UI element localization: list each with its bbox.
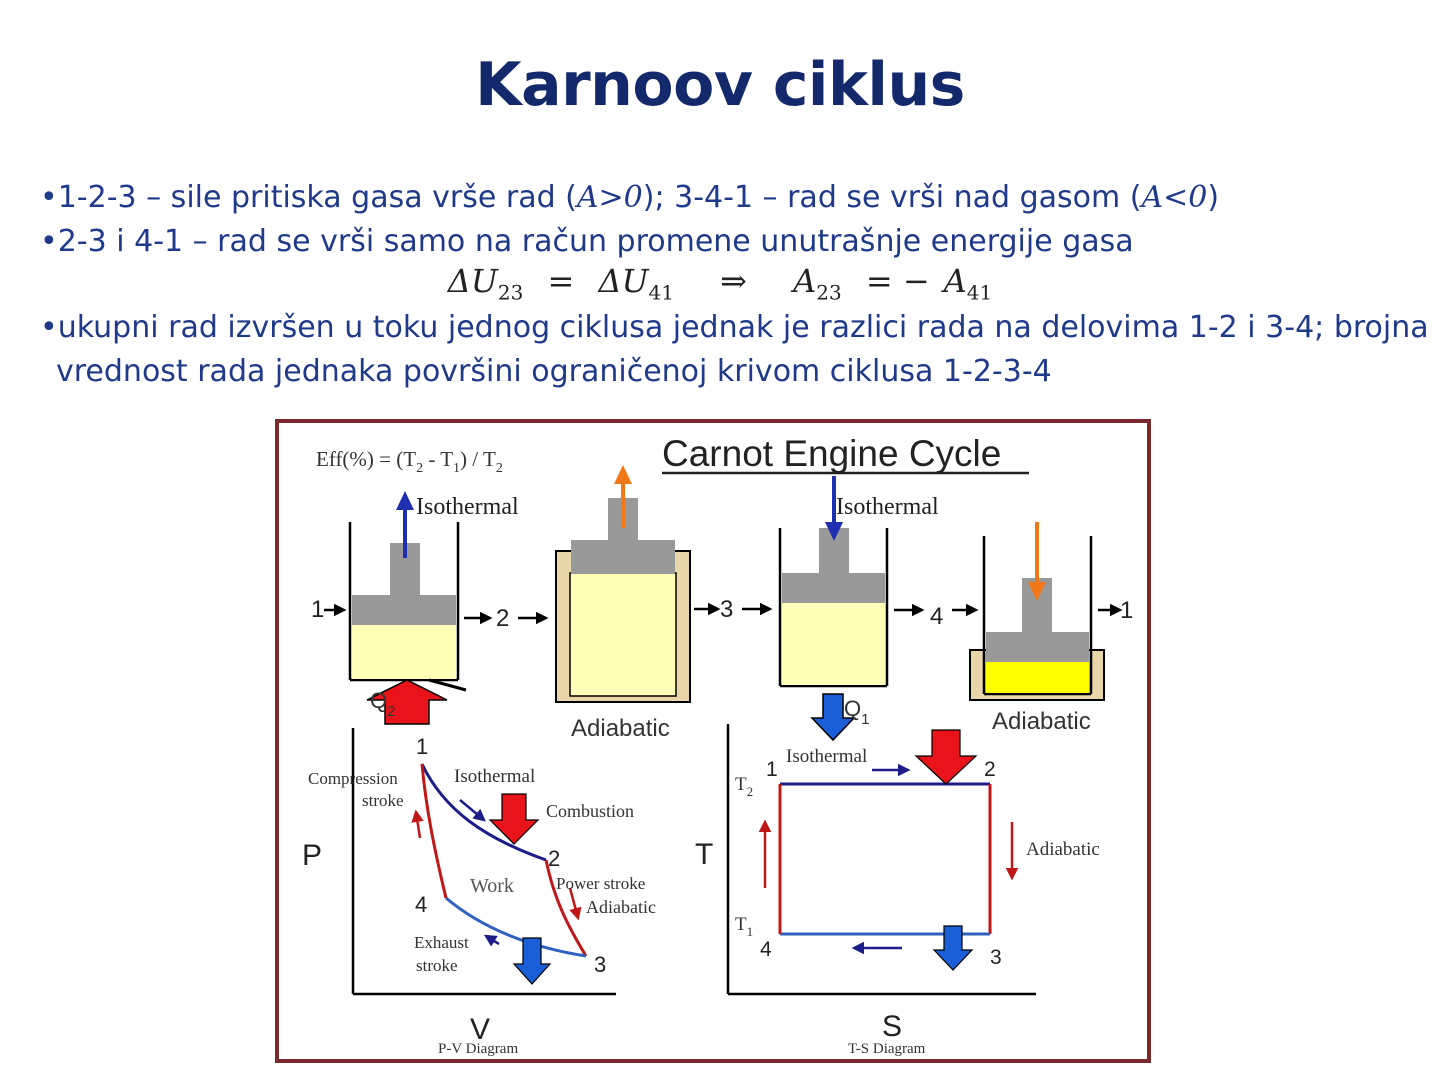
- bullet-3-line-2: vrednost rada jednaka površini ograničen…: [56, 354, 1052, 389]
- ts-t2-label: T2: [735, 774, 753, 799]
- ts-adiabatic-label: Adiabatic: [1026, 839, 1100, 860]
- stage-3-cylinder: [778, 476, 889, 688]
- carnot-engine-diagram: Eff(%) = (T2 - T1) / T2 Carnot Engine Cy…: [275, 419, 1151, 1063]
- bullet-1-text-b: ); 3-4-1 – rad se vrši nad gasom (: [642, 180, 1142, 215]
- pv-point-4: 4: [415, 892, 427, 917]
- formula-end-sub: 41: [966, 280, 993, 305]
- stage-1-cylinder: [348, 491, 460, 682]
- bullet-marker: •: [40, 224, 58, 259]
- bullet-2-text: 2-3 i 4-1 – rad se vrši samo na račun pr…: [57, 224, 1134, 259]
- heat-q2-label: Q2: [370, 688, 395, 720]
- pv-adiabatic-expansion-curve: [544, 859, 588, 957]
- pv-isothermal-compression-curve: [445, 896, 587, 958]
- pv-diagram: [351, 728, 616, 996]
- bullet-3-line-1: •ukupni rad izvršen u toku jednog ciklus…: [40, 306, 1429, 350]
- pv-caption: P-V Diagram: [438, 1041, 518, 1057]
- piston-up-arrow-icon: [396, 491, 414, 510]
- pv-power-stroke-label: Power stroke: [556, 874, 645, 893]
- bullet-item-3: •ukupni rad izvršen u toku jednog ciklus…: [40, 306, 1429, 394]
- ts-heat-in-arrow-icon: [914, 729, 978, 785]
- stage-4-label: Adiabatic: [992, 708, 1091, 735]
- heat-out-arrow-icon: [810, 693, 856, 742]
- exhaust-arrow-icon: [512, 937, 552, 985]
- ts-point-4: 4: [760, 938, 772, 961]
- bullet-marker: •: [40, 310, 58, 345]
- formula-rhs: A: [793, 262, 817, 300]
- ts-heat-out-arrow-icon: [932, 925, 974, 971]
- bullet-list: •1-2-3 – sile pritiska gasa vrše rad (A>…: [40, 176, 1420, 264]
- bullet-3-text-1: ukupni rad izvršen u toku jednog ciklusa…: [57, 310, 1429, 345]
- bullet-1-text-a: 1-2-3 – sile pritiska gasa vrše rad (: [57, 180, 577, 215]
- formula-rhs-sub: 23: [816, 280, 842, 305]
- pv-point-2: 2: [548, 846, 560, 871]
- pv-exhaust-label: Exhaust: [414, 933, 469, 952]
- pv-isothermal-label: Isothermal: [454, 766, 535, 787]
- ts-diagram: [726, 724, 1036, 996]
- formula-equals: =: [547, 262, 575, 300]
- ts-t1-label: T1: [735, 914, 753, 939]
- formula-end: A: [943, 262, 967, 300]
- stage-2-cylinder: [555, 465, 691, 703]
- pv-work-label: Work: [470, 875, 514, 897]
- stage-1-label: Isothermal: [416, 494, 519, 520]
- ts-isothermal-label: Isothermal: [786, 746, 867, 767]
- ts-point-3: 3: [990, 946, 1002, 969]
- slide-title: Karnoov ciklus: [475, 50, 965, 120]
- heat-q1-label: Q1: [844, 696, 869, 728]
- efficiency-formula: Eff(%) = (T2 - T1) / T2: [316, 447, 503, 476]
- formula-mid: ΔU: [598, 262, 649, 300]
- heat-in-arrow-icon: [366, 678, 467, 725]
- formula-equals-minus: = −: [865, 262, 930, 300]
- step-label-3: 3: [720, 596, 733, 623]
- bullet-marker: •: [40, 180, 58, 215]
- ts-y-label: T: [695, 838, 713, 871]
- piston-up-arrow-icon: [614, 465, 632, 484]
- bullet-item-1: •1-2-3 – sile pritiska gasa vrše rad (A>…: [40, 176, 1420, 220]
- step-label-2: 2: [496, 605, 509, 632]
- ts-x-label: S: [882, 1010, 902, 1043]
- pv-point-3: 3: [594, 952, 606, 977]
- pv-isothermal-curve: [420, 763, 547, 862]
- step-label-4: 4: [930, 603, 943, 630]
- stage-2-label: Adiabatic: [571, 715, 670, 742]
- pv-exhaust-arrow-icon: [483, 934, 500, 947]
- pv-compression-arrow-icon: [411, 809, 424, 839]
- pv-compression-label: Compression: [308, 769, 398, 788]
- pv-y-label: P: [302, 839, 322, 872]
- diagram-title: Carnot Engine Cycle: [662, 433, 1001, 474]
- bullet-item-2: •2-3 i 4-1 – rad se vrši samo na račun p…: [40, 220, 1420, 264]
- energy-formula: ΔU23 = ΔU41 ⇒ A23 = −A41: [0, 262, 1440, 304]
- pv-combustion-label: Combustion: [546, 801, 634, 821]
- formula-lhs: ΔU: [447, 262, 498, 300]
- formula-mid-sub: 41: [648, 280, 674, 305]
- formula-lhs-sub: 23: [497, 280, 524, 305]
- pv-adiabatic-compression-curve: [420, 763, 448, 899]
- pv-point-1: 1: [416, 734, 428, 759]
- pv-exhaust-stroke-label: stroke: [416, 956, 458, 975]
- ts-caption: T-S Diagram: [848, 1041, 926, 1057]
- pv-adiabatic-label: Adiabatic: [586, 897, 656, 917]
- piston-down-arrow-icon: [1028, 582, 1046, 601]
- step-label-1: 1: [311, 596, 324, 623]
- ts-point-2: 2: [984, 758, 996, 781]
- stage-3-label: Isothermal: [836, 494, 939, 520]
- bullet-1-text-c: ): [1207, 180, 1220, 215]
- piston-down-arrow-icon: [825, 522, 843, 541]
- diagram-frame: [275, 419, 1151, 1063]
- ts-point-1: 1: [766, 758, 778, 781]
- bullet-1-math-negative: A<0: [1141, 180, 1208, 215]
- combustion-arrow-icon: [488, 793, 540, 845]
- pv-x-label: V: [470, 1013, 490, 1046]
- bullet-1-math-positive: A>0: [576, 180, 643, 215]
- pv-isothermal-arrow-icon: [459, 799, 486, 822]
- pv-adiabatic-arrow-icon: [568, 887, 582, 921]
- step-label-1-return: 1: [1120, 597, 1133, 624]
- formula-implies: ⇒: [720, 262, 747, 300]
- stage-4-cylinder: [969, 522, 1105, 701]
- pv-stroke-label: stroke: [362, 791, 404, 810]
